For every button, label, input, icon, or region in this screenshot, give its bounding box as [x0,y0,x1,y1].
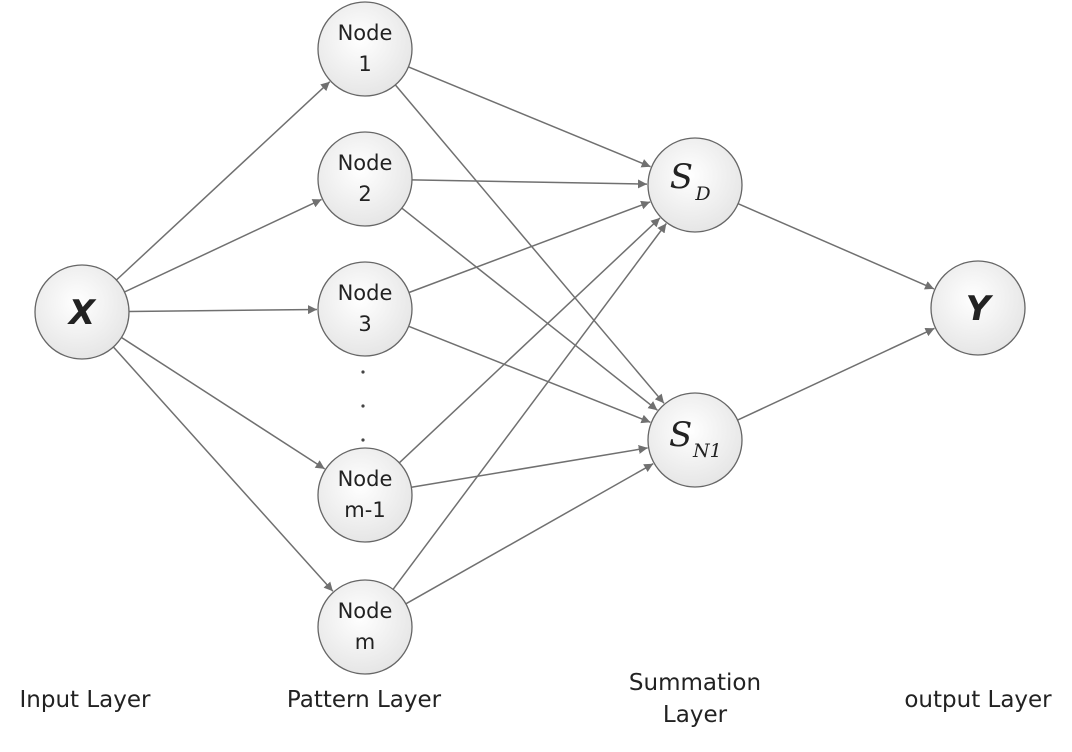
summation-node-symbol: S [670,157,693,197]
pattern-node-index: 3 [358,312,371,336]
edge-input-to-pattern-4 [121,336,326,470]
summation-node-subscript: N1 [692,440,722,462]
pattern-node-label: Node [338,599,393,623]
summation-node-sn1: S N1 [647,392,743,488]
pattern-node-1: Node 1 [317,1,413,97]
summation-node-symbol: S [669,415,692,455]
input-layer-label: Input Layer [19,687,151,713]
pattern-node-m: Node m [317,579,413,675]
edge-pattern-1-to-summation-2 [394,84,665,404]
summation-layer-label-line2: Layer [662,702,728,728]
edge-pattern-2-to-summation-1 [411,179,648,189]
edge-pattern-5-to-summation-1 [392,223,667,590]
pattern-node-index: 1 [358,52,371,76]
pattern-node-label: Node [338,21,393,45]
pattern-node-2: Node 2 [317,131,413,227]
summation-layer-label-line1: Summation [628,670,762,696]
pattern-node-3: Node 3 [317,261,413,357]
pattern-node-m-1: Node m-1 [317,447,413,543]
svg-text:S D: S D [670,157,711,205]
pattern-node-label: Node [338,281,393,305]
edge-pattern-4-to-summation-2 [411,444,648,489]
pattern-layer-label: Pattern Layer [286,687,442,713]
edge-pattern-4-to-summation-1 [398,217,661,464]
pattern-node-index: m [355,630,375,654]
output-node: Y [930,260,1026,356]
edge-pattern-2-to-summation-2 [401,207,658,411]
input-node-label: X [67,293,97,333]
summation-layer-label: Summation Layer [610,667,780,731]
edge-pattern-3-to-summation-1 [408,200,651,294]
edge-pattern-1-to-summation-1 [408,66,651,168]
svg-text:S N1: S N1 [669,415,722,462]
edge-input-to-pattern-1 [115,81,331,281]
summation-node-sd: S D [647,137,743,233]
edge-pattern-3-to-summation-2 [408,325,651,424]
connections [112,66,935,605]
edge-summation-1-to-output [737,203,935,290]
pattern-node-label: Node [338,467,393,491]
edge-summation-2-to-output [737,327,935,421]
edge-input-to-pattern-3 [128,305,318,315]
pattern-node-index: m-1 [344,498,385,522]
summation-node-subscript: D [694,183,710,205]
pattern-node-index: 2 [358,182,371,206]
output-node-label: Y [966,289,994,329]
pattern-node-label: Node [338,151,393,175]
edge-input-to-pattern-5 [112,346,334,592]
input-node: X [34,264,130,360]
edge-pattern-5-to-summation-2 [405,463,654,605]
ellipsis-dots [361,370,365,442]
output-layer-label: output Layer [904,687,1052,713]
edge-input-to-pattern-2 [124,198,322,293]
